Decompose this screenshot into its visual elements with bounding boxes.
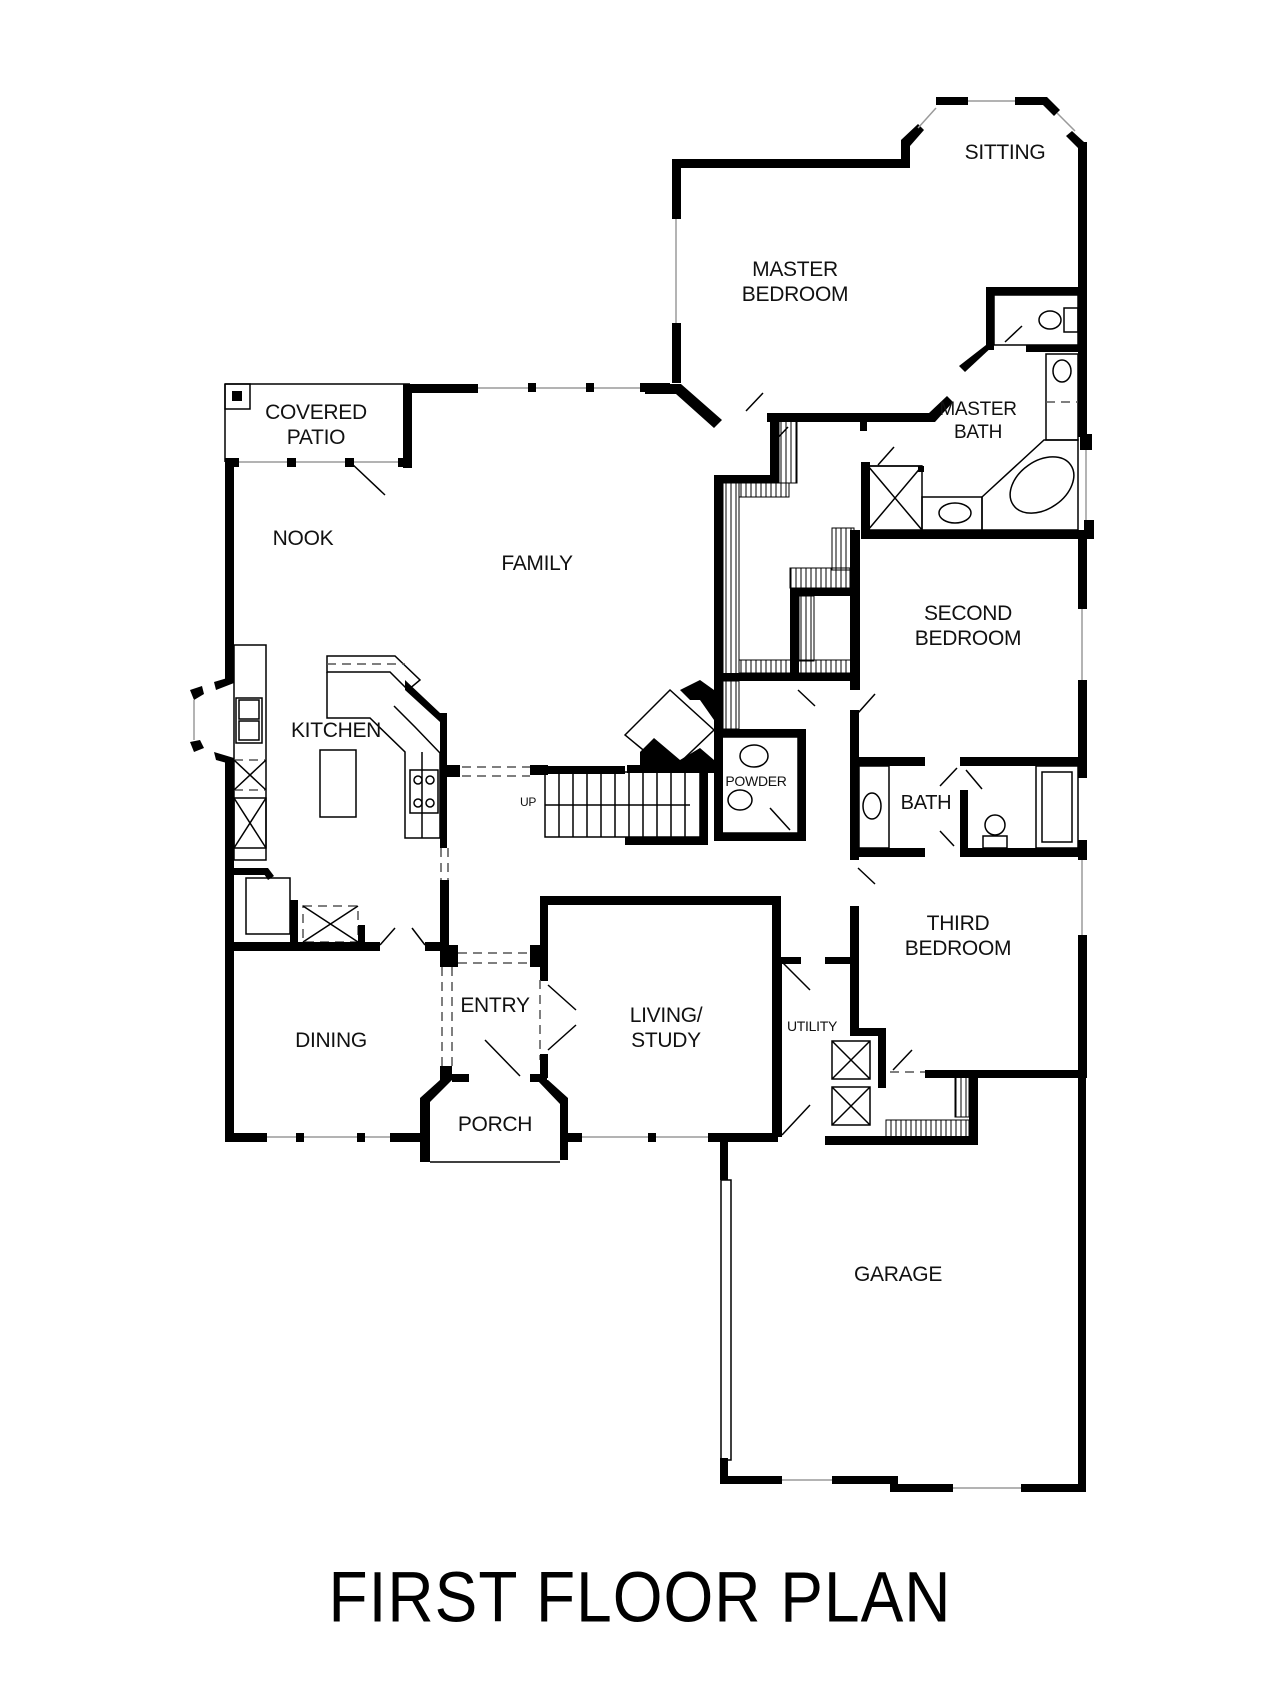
front-rooms-walls xyxy=(225,896,781,1163)
room-label-garage: GARAGE xyxy=(853,1263,943,1286)
room-label-third-bedroom: THIRD BEDROOM xyxy=(904,912,1012,960)
west-wing-walls xyxy=(190,383,670,951)
room-label-powder: POWDER xyxy=(725,773,787,789)
room-label-living-study: LIVING/ STUDY xyxy=(629,1004,703,1052)
bedrooms-east-walls xyxy=(797,539,1087,1070)
master-suite-walls xyxy=(645,97,1094,539)
stairs-up-label: UP xyxy=(519,795,537,809)
room-label-nook: NOOK xyxy=(272,527,334,550)
room-label-master-bath: MASTER BATH xyxy=(939,399,1017,443)
room-label-second-bedroom: SECOND BEDROOM xyxy=(914,602,1022,650)
room-label-utility: UTILITY xyxy=(786,1018,838,1034)
room-label-family: FAMILY xyxy=(501,552,573,575)
room-label-kitchen: KITCHEN xyxy=(290,719,382,742)
room-label-sitting: SITTING xyxy=(964,141,1046,164)
garage-walls xyxy=(720,1070,1086,1492)
room-label-entry: ENTRY xyxy=(460,994,530,1017)
room-label-dining: DINING xyxy=(295,1029,367,1052)
room-label-porch: PORCH xyxy=(457,1113,533,1136)
room-label-bath: BATH xyxy=(900,792,952,814)
room-label-covered-patio: COVERED PATIO xyxy=(265,401,367,449)
hall-stairs-walls xyxy=(462,413,860,860)
room-label-master-bedroom: MASTER BEDROOM xyxy=(741,258,849,306)
plan-title: FIRST FLOOR PLAN xyxy=(328,1556,952,1638)
